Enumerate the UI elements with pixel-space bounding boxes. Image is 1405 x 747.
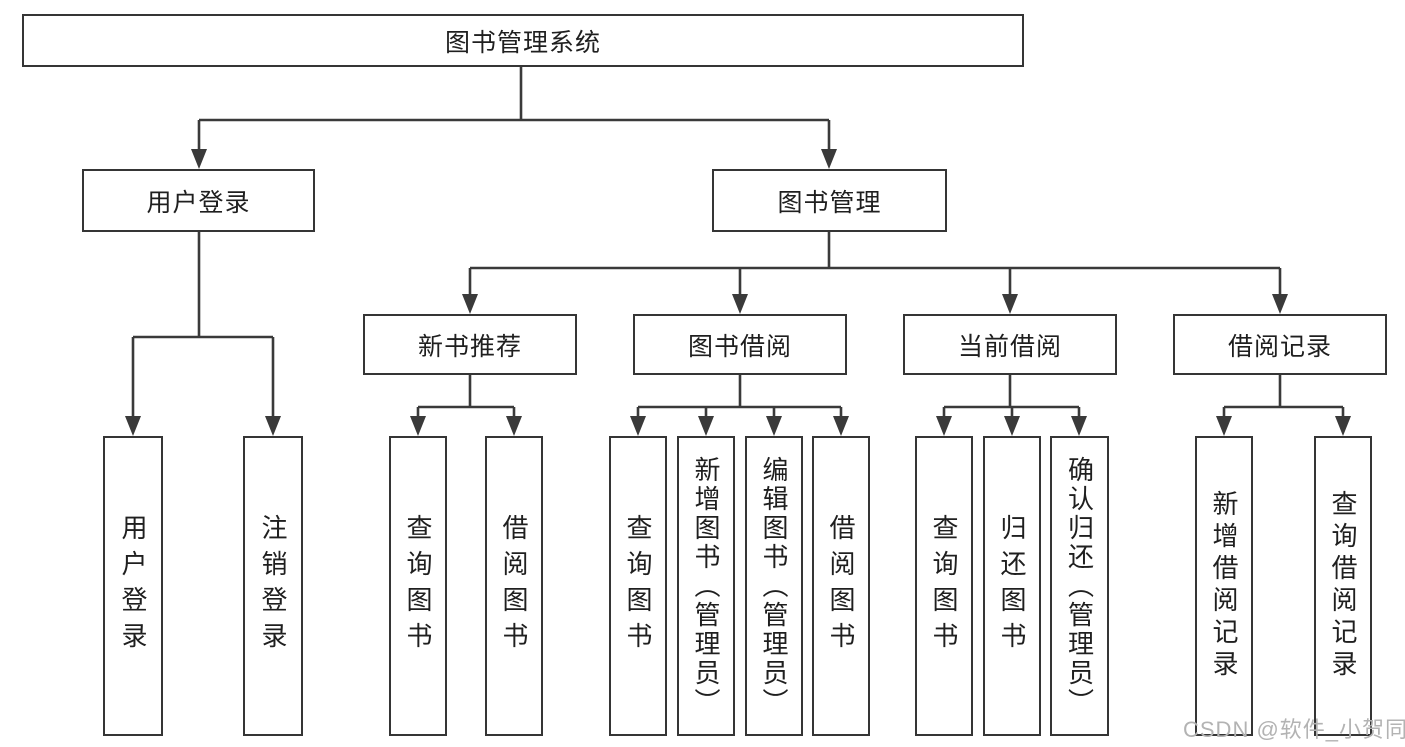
leaf-label: 用户登录 <box>118 514 148 658</box>
leaf-label: 归还图书 <box>997 514 1027 658</box>
csdn-watermark: CSDN @软件_小贺同学 <box>1183 717 1405 742</box>
leaf-label: 注销登录 <box>258 514 288 658</box>
leaf-add-borrow-record: 新增借阅记录 <box>1195 436 1253 736</box>
leaf-edit-books-admin: 编辑图书（管理员） <box>745 436 803 736</box>
node-label: 用户登录 <box>146 188 251 217</box>
leaf-confirm-return-admin: 确认归还（管理员） <box>1050 436 1109 736</box>
node-book-management-group: 图书管理 <box>712 169 947 232</box>
node-label: 图书管理系统 <box>444 28 601 57</box>
leaf-query-books-recommend: 查询图书 <box>389 436 447 736</box>
node-borrow-records: 借阅记录 <box>1173 314 1387 375</box>
node-label: 新书推荐 <box>417 332 522 361</box>
node-library-management-system: 图书管理系统 <box>22 14 1024 67</box>
node-label: 图书管理 <box>777 188 882 217</box>
leaf-query-books-current: 查询图书 <box>915 436 973 736</box>
node-current-borrow: 当前借阅 <box>903 314 1117 375</box>
leaf-label: 编辑图书（管理员） <box>759 455 789 717</box>
leaf-label: 查询图书 <box>403 514 433 658</box>
leaf-label: 查询图书 <box>623 514 653 658</box>
leaf-label: 新增图书（管理员） <box>691 455 721 717</box>
node-label: 借阅记录 <box>1227 332 1332 361</box>
leaf-user-login: 用户登录 <box>103 436 163 736</box>
leaf-borrow-books: 借阅图书 <box>812 436 870 736</box>
node-label: 当前借阅 <box>957 332 1062 361</box>
leaf-label: 新增借阅记录 <box>1209 490 1239 682</box>
leaf-label: 借阅图书 <box>499 514 529 658</box>
leaf-query-borrow-record: 查询借阅记录 <box>1314 436 1372 736</box>
leaf-borrow-books-recommend: 借阅图书 <box>485 436 543 736</box>
leaf-add-books-admin: 新增图书（管理员） <box>677 436 735 736</box>
node-book-borrow: 图书借阅 <box>633 314 847 375</box>
leaf-query-books-borrow: 查询图书 <box>609 436 667 736</box>
node-new-book-recommend: 新书推荐 <box>363 314 577 375</box>
leaf-label: 借阅图书 <box>826 514 856 658</box>
leaf-logout: 注销登录 <box>243 436 303 736</box>
leaf-label: 确认归还（管理员） <box>1064 455 1095 717</box>
leaf-label: 查询图书 <box>929 514 959 658</box>
node-user-login-group: 用户登录 <box>82 169 315 232</box>
leaf-return-books: 归还图书 <box>983 436 1041 736</box>
leaf-label: 查询借阅记录 <box>1328 490 1358 682</box>
node-label: 图书借阅 <box>687 332 792 361</box>
